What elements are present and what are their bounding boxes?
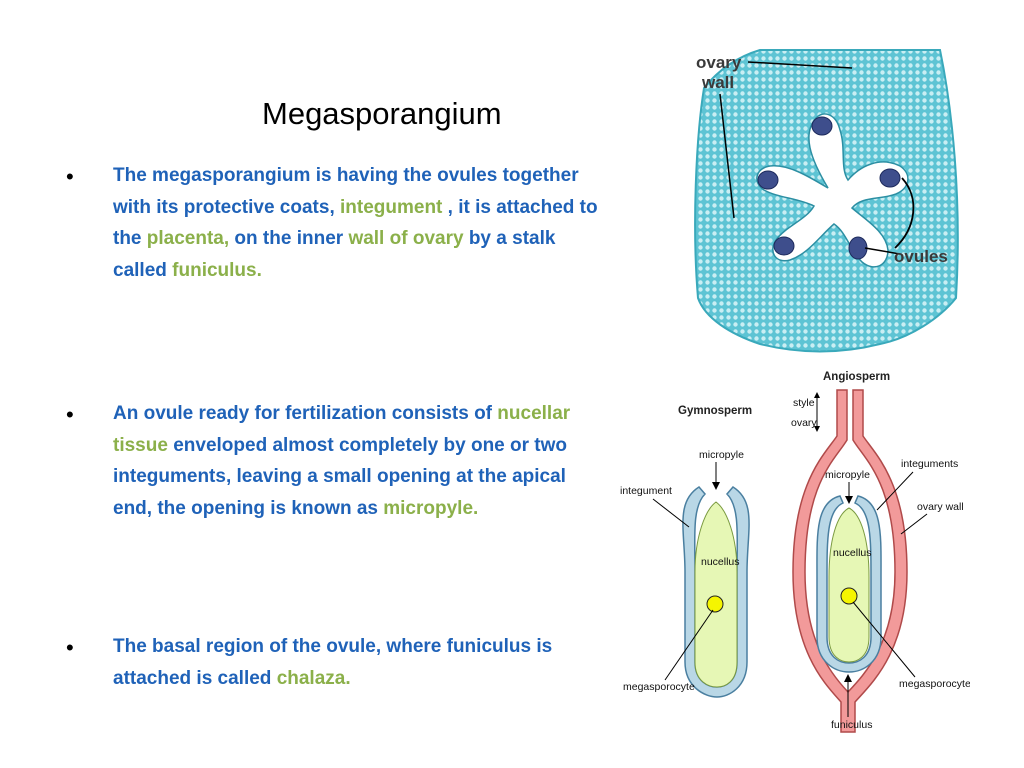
ovule: [811, 116, 833, 136]
label-ovary: ovary: [696, 53, 742, 72]
pointer-line: [664, 609, 714, 681]
pointer-line: [900, 513, 928, 535]
pointer-line: [747, 61, 853, 69]
ovule: [757, 170, 779, 190]
label-funiculus: funiculus: [831, 719, 872, 731]
pointer-line: [719, 93, 735, 219]
label-style: style: [793, 397, 815, 409]
label-nucellus: nucellus: [833, 547, 872, 559]
bullet-text-run: by a stalk called: [113, 228, 556, 281]
pointer-line: [864, 247, 901, 255]
label-wall: wall: [701, 73, 734, 92]
ovule-comparison-diagram: Gymnosperm micropyle integument nucellus…: [620, 371, 970, 733]
locule: [756, 113, 909, 268]
label-integuments: integuments: [901, 458, 958, 470]
angiosperm-nucellus: [828, 507, 870, 663]
arrow-head: [712, 482, 720, 490]
bullet-text-run: The megasporangium is having the ovules …: [113, 165, 579, 218]
arrow-head: [845, 496, 853, 504]
arrow-head: [844, 674, 852, 682]
angiosperm-megasporocyte: [840, 587, 858, 605]
bullet-text-megasporangium: The megasporangium is having the ovules …: [113, 160, 603, 286]
arrow-head: [814, 392, 820, 398]
bracket-line: [894, 177, 915, 249]
highlighted-term: micropyle.: [383, 497, 479, 519]
gymnosperm-megasporocyte: [706, 595, 724, 613]
page-title: Megasporangium: [262, 96, 502, 131]
highlighted-term: placenta,: [146, 228, 230, 249]
bullet-marker: •: [66, 402, 74, 427]
bullet-text-chalaza: The basal region of the ovule, where fun…: [113, 631, 603, 694]
label-micropyle: micropyle: [699, 449, 744, 461]
bullet-marker: •: [66, 164, 74, 189]
bullet-text-ovule: An ovule ready for fertilization consist…: [113, 398, 603, 524]
angiosperm-integuments: [816, 495, 882, 673]
label-ovary: ovary: [791, 417, 817, 429]
bullet-text-run: , it is attached to the: [113, 196, 598, 250]
bullet-text-run: on the inner: [229, 228, 349, 249]
label-nucellus: nucellus: [701, 556, 740, 568]
ovule: [879, 168, 901, 188]
highlighted-term: funiculus.: [172, 259, 262, 281]
bullet-text-run: The basal region of the ovule, where fun…: [113, 636, 553, 689]
bullet-text-run: enveloped almost completely by one or tw…: [113, 434, 568, 519]
label-ovules: ovules: [894, 247, 948, 266]
bullet-marker: •: [66, 635, 74, 660]
ovary-cross-section-image: ovary wall ovules: [694, 49, 959, 353]
ovule: [848, 236, 868, 260]
highlighted-term: wall of ovary: [348, 228, 464, 249]
label-ovary-wall: ovary wall: [917, 501, 964, 513]
label-angiosperm: Angiosperm: [823, 371, 890, 383]
bullet-text-run: An ovule ready for fertilization consist…: [113, 403, 498, 424]
highlighted-term: chalaza.: [276, 667, 351, 689]
highlighted-term: integument: [340, 196, 443, 218]
pointer-line: [852, 601, 916, 678]
label-gymnosperm: Gymnosperm: [678, 405, 752, 417]
arrow-head: [814, 426, 820, 432]
label-micropyle: micropyle: [825, 469, 870, 481]
label-megasporocyte: megasporocyte: [623, 681, 695, 693]
label-megasporocyte: megasporocyte: [899, 678, 970, 690]
pointer-line: [652, 498, 690, 528]
gymnosperm-nucellus: [694, 501, 738, 688]
highlighted-term: nucellar tissue: [113, 403, 571, 456]
label-integument: integument: [620, 485, 672, 497]
ovary-wall: [792, 389, 908, 733]
pointer-line: [876, 471, 914, 511]
ovule: [773, 236, 795, 256]
